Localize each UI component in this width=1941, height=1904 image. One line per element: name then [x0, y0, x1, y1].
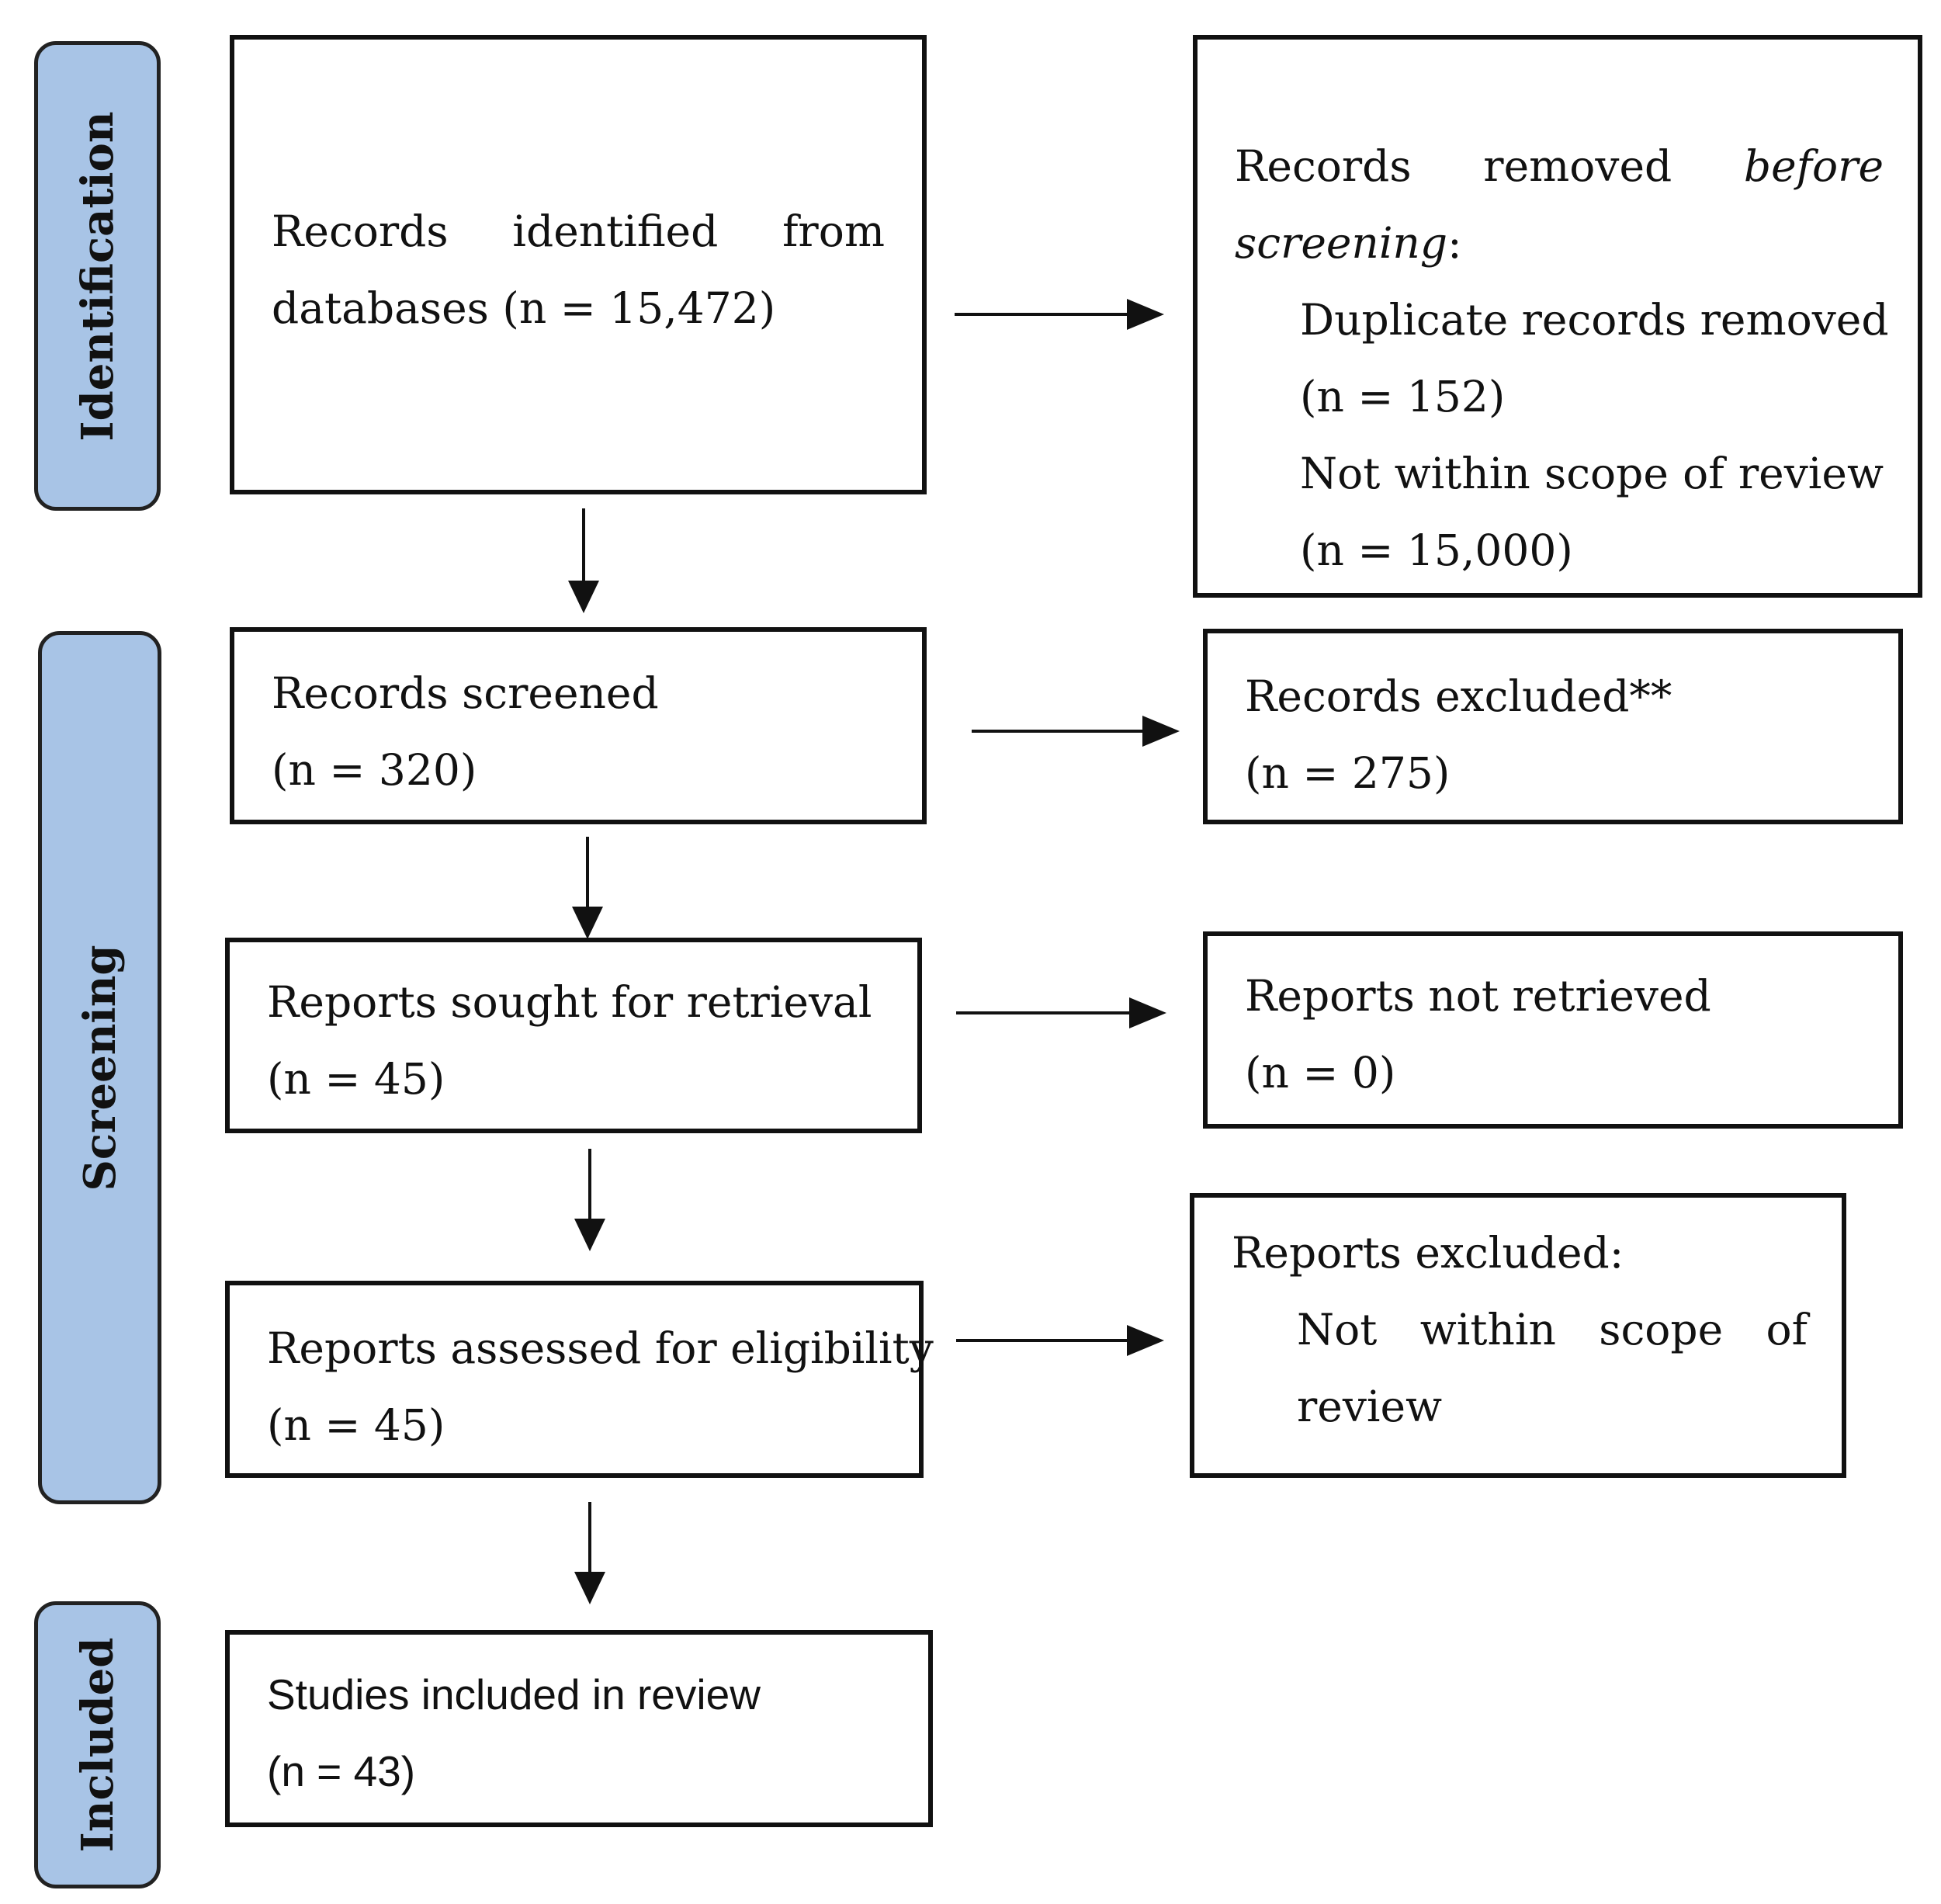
reports-excluded-reason-line2: review: [1297, 1382, 1443, 1431]
removed-line2: screening:: [1235, 218, 1462, 268]
arrow-assessed-to-reports-excluded-head: [1127, 1325, 1164, 1356]
arrow-identified-to-screened-head: [568, 581, 599, 613]
scope-label: Not within scope of review: [1300, 449, 1884, 498]
not-retrieved-label: Reports not retrieved: [1245, 971, 1711, 1021]
removed-line1: Records removed before: [1235, 141, 1884, 191]
box-studies-included: Studies included in review (n = 43): [225, 1630, 933, 1827]
arrow-sought-to-not-retrieved-head: [1129, 997, 1166, 1028]
identified-line1: Records identified from: [272, 206, 885, 256]
box-records-removed-before-screening: Records removed before screening: Duplic…: [1193, 35, 1922, 598]
phase-identification: Identification: [34, 41, 161, 511]
excluded-count: (n = 275): [1245, 748, 1451, 798]
box-reports-excluded: Reports excluded: Not within scope of re…: [1190, 1193, 1846, 1478]
phase-screening: Screening: [38, 631, 161, 1504]
box-reports-not-retrieved: Reports not retrieved (n = 0): [1203, 931, 1903, 1129]
phase-included: Included: [34, 1601, 161, 1888]
arrow-screened-to-sought-head: [572, 907, 603, 939]
duplicates-label: Duplicate records removed: [1300, 295, 1889, 345]
scope-count: (n = 15,000): [1300, 525, 1573, 575]
box-reports-assessed: Reports assessed for eligibility (n = 45…: [225, 1281, 934, 1478]
arrow-screened-to-excluded-head: [1142, 716, 1180, 747]
screened-label: Records screened: [272, 668, 659, 718]
not-retrieved-count: (n = 0): [1245, 1048, 1396, 1098]
reports-excluded-reason: Not within scope of: [1297, 1305, 1808, 1354]
duplicates-count: (n = 152): [1300, 372, 1506, 421]
sought-label: Reports sought for retrieval: [267, 977, 872, 1027]
screened-count: (n = 320): [272, 745, 477, 795]
box-records-screened: Records screened (n = 320): [230, 627, 927, 824]
assessed-count: (n = 45): [267, 1400, 445, 1450]
identified-line2: databases (n = 15,472): [272, 283, 776, 333]
box-records-identified: Records identified from databases (n = 1…: [230, 35, 927, 494]
reports-excluded-label: Reports excluded:: [1232, 1228, 1624, 1278]
arrow-assessed-to-included-head: [574, 1572, 605, 1604]
included-label: Studies included in review: [267, 1670, 761, 1718]
included-count: (n = 43): [267, 1747, 416, 1795]
excluded-label: Records excluded**: [1245, 671, 1672, 721]
box-reports-sought: Reports sought for retrieval (n = 45): [225, 938, 922, 1133]
assessed-label: Reports assessed for eligibility: [267, 1323, 934, 1373]
arrow-sought-to-assessed-head: [574, 1219, 605, 1251]
sought-count: (n = 45): [267, 1054, 445, 1104]
box-records-excluded: Records excluded** (n = 275): [1203, 629, 1903, 824]
arrow-identified-to-removed-head: [1127, 299, 1164, 330]
